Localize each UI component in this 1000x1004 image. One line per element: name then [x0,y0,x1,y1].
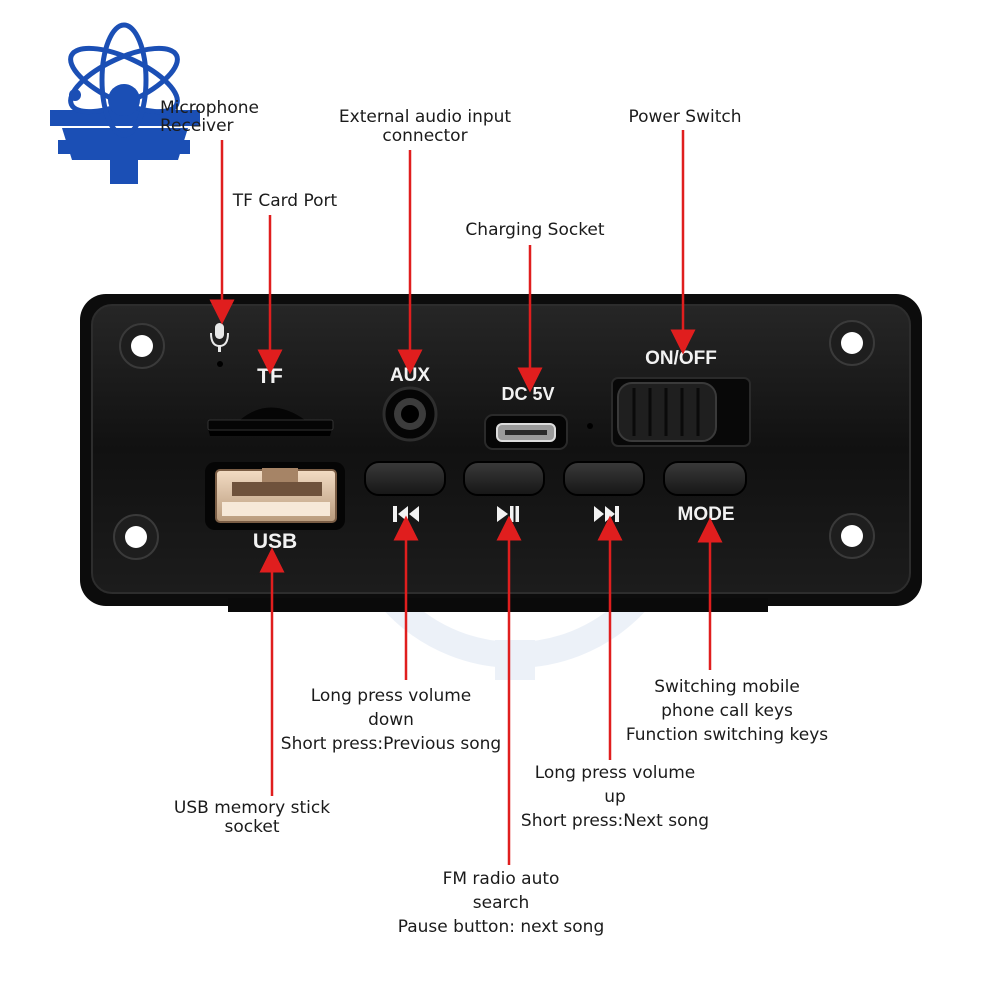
callout-mode: Switching mobile phone call keys Functio… [625,677,829,745]
indicator-led [587,423,593,429]
callout-aux: External audio input connector [338,107,512,146]
callout-play: FM radio auto search Pause button: next … [397,869,605,937]
callout-tf-card: TF Card Port [232,191,338,211]
callout-arrows [209,130,723,865]
screw-hole [829,320,875,366]
play-pause-button[interactable] [463,461,545,496]
previous-button[interactable] [364,461,446,496]
brand-logo [50,22,200,184]
on-off-label: ON/OFF [645,348,717,369]
control-panel: TF AUX DC 5V ON/OFF USB MODE [80,294,922,612]
screw-hole [829,513,875,559]
usb-port[interactable] [205,462,345,530]
usb-label: USB [253,530,297,553]
tf-label: TF [257,365,283,388]
aux-jack[interactable] [382,386,438,442]
power-switch[interactable] [611,377,751,447]
mode-button[interactable] [663,461,747,496]
dc-label: DC 5V [501,384,554,404]
callout-power: Power Switch [628,107,742,127]
callout-next: Long press volume up Short press:Next so… [520,763,710,831]
aux-label: AUX [390,365,430,386]
microphone-icon [210,323,229,352]
callout-usb: USB memory stick socket [173,798,331,837]
screw-hole [119,323,165,369]
callout-microphone: Microphone Receiver [160,98,259,136]
next-button[interactable] [563,461,645,496]
tf-card-slot[interactable] [207,407,334,437]
dc-charging-socket[interactable] [484,414,568,450]
callout-prev: Long press volume down Short press:Previ… [280,686,502,754]
mode-label: MODE [678,504,735,525]
screw-hole [113,514,159,560]
callout-charging: Charging Socket [465,220,605,240]
microphone-hole [217,361,223,367]
